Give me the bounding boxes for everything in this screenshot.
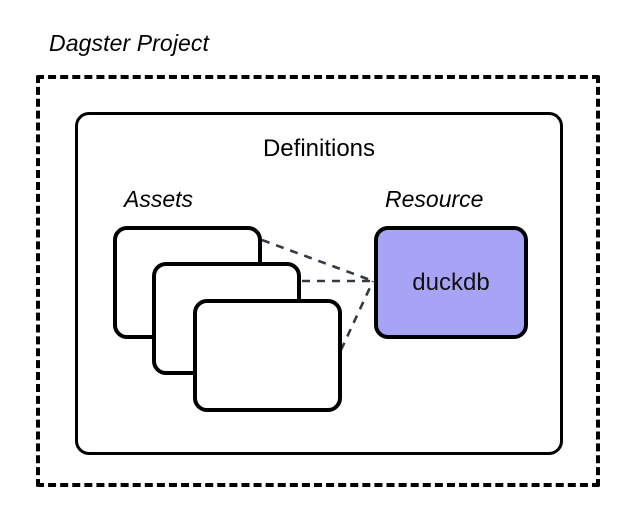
definitions-title: Definitions (262, 135, 376, 162)
resource-node-label: duckdb (412, 268, 490, 296)
resource-node-duckdb[interactable]: duckdb (374, 226, 528, 339)
assets-label: Assets (124, 186, 194, 212)
resource-label: Resource (385, 186, 484, 212)
dagster-project-boundary (36, 75, 600, 487)
project-title: Dagster Project (49, 30, 210, 56)
asset-card[interactable] (193, 299, 342, 412)
